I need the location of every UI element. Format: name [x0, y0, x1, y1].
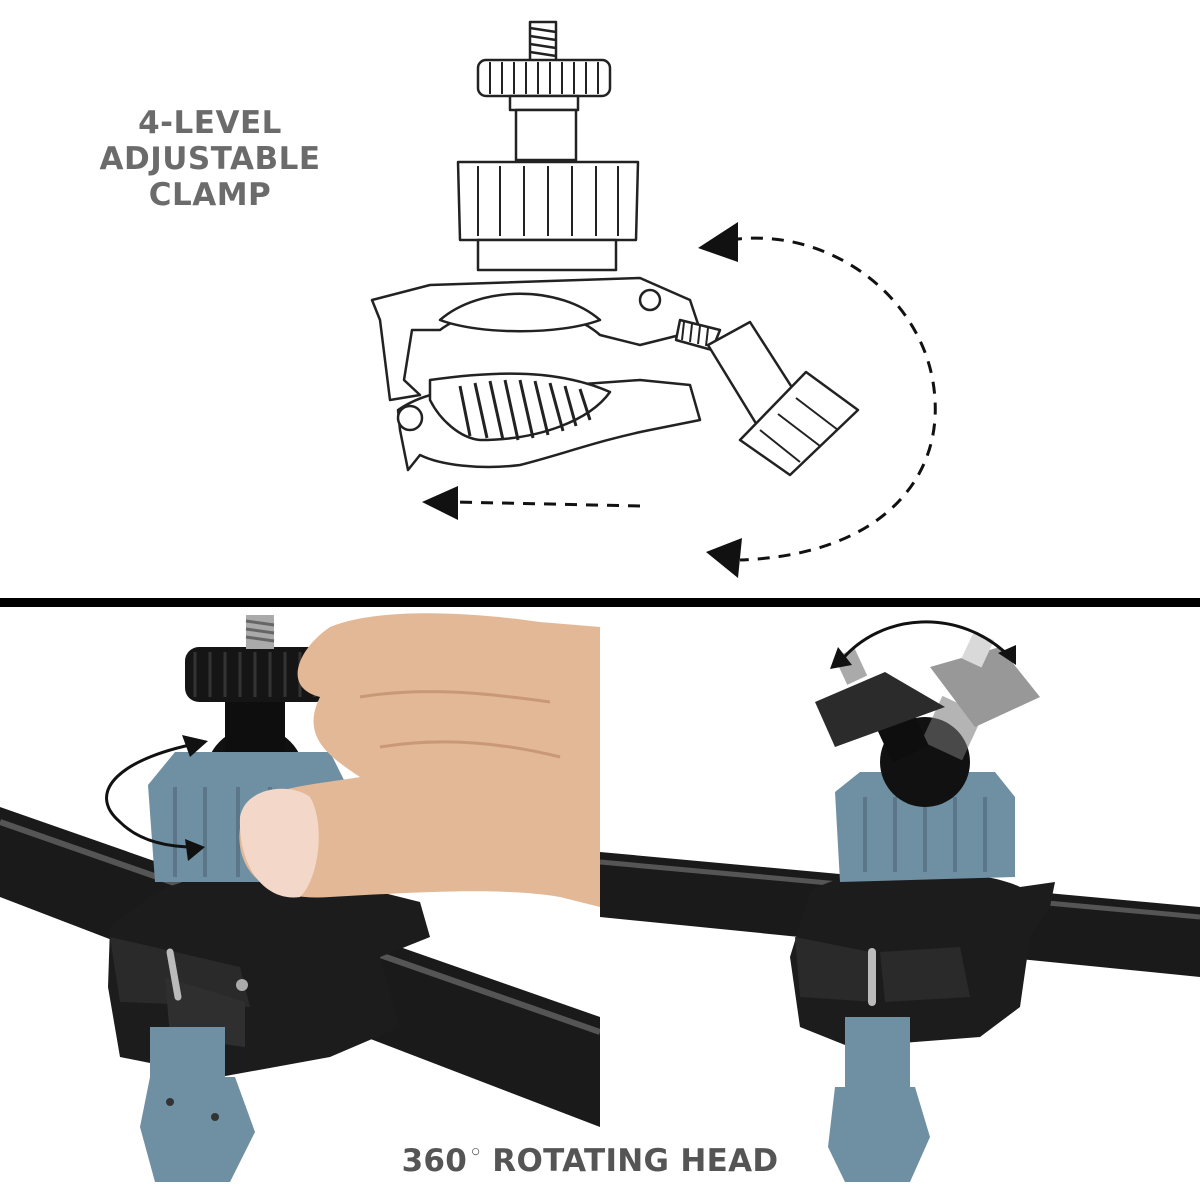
headline-line-3: CLAMP [148, 177, 272, 213]
clamp-illustration-panel: 4-LEVEL ADJUSTABLE CLAMP [0, 0, 1200, 598]
post-drawing [514, 108, 578, 162]
tightening-bolt-drawing [674, 318, 860, 477]
rotation-arrow-path [838, 620, 1012, 663]
screw-thread-icon [528, 20, 558, 64]
arrowhead-up-icon [698, 222, 738, 262]
clamp-line-drawing [370, 20, 937, 578]
photo-hand-adjusting-clamp [0, 607, 600, 1200]
rotation-arc-path [729, 236, 937, 562]
caption-text: ROTATING HEAD [492, 1143, 779, 1179]
caption-rotating-head: 360◦ ROTATING HEAD [380, 1140, 800, 1179]
photo-rotating-head [600, 607, 1200, 1200]
rotation-arrow-path [105, 740, 206, 849]
headline-line-2: ADJUSTABLE [99, 141, 321, 177]
hand-shape [239, 613, 600, 907]
straight-arrow-path [454, 500, 641, 508]
arrowhead-right-icon [998, 645, 1016, 665]
section-divider [0, 598, 1200, 607]
degree-symbol: ◦ [469, 1140, 483, 1164]
thumbnail-shape [239, 788, 319, 898]
clamp-body-drawing [370, 276, 702, 472]
arrowhead-bottom-icon [185, 839, 205, 861]
headline: 4-LEVEL ADJUSTABLE CLAMP [90, 105, 330, 213]
black-knob-shape [185, 647, 330, 702]
black-knob-shape [815, 672, 945, 747]
tilted-head-ghost [921, 631, 1040, 761]
arrowhead-bottom-icon [706, 538, 742, 578]
arrowhead-top-icon [182, 735, 208, 757]
collar-drawing [456, 160, 640, 272]
knurled-knob-drawing [476, 58, 612, 112]
arrowhead-left-icon [830, 647, 852, 669]
headline-line-1: 4-LEVEL [138, 105, 282, 141]
caption-number: 360 [401, 1143, 468, 1179]
arrowhead-left-icon [422, 486, 458, 520]
